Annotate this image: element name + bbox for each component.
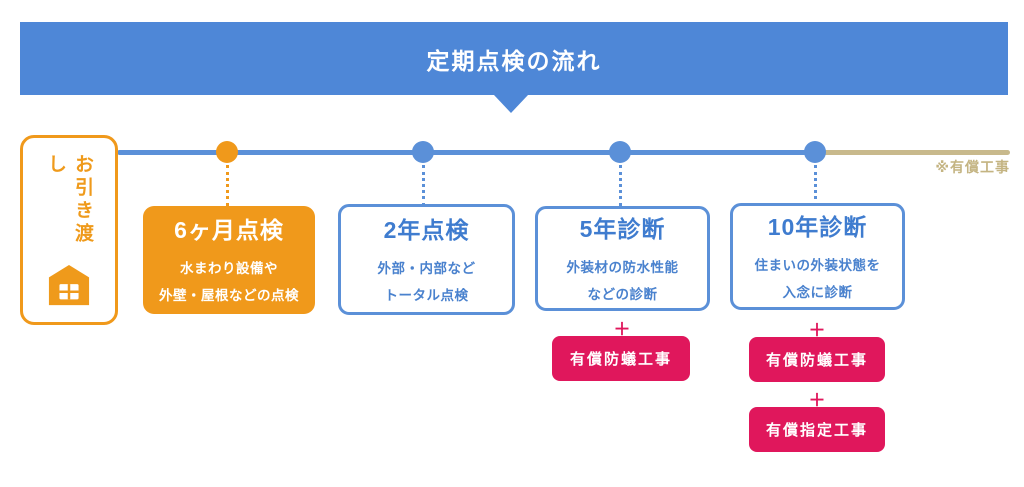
handover-box: お引き渡し: [20, 135, 118, 325]
milestone-description-line: 外部・内部など: [377, 260, 476, 276]
timeline-dot-6month: [216, 141, 238, 163]
plus-sign: ＋: [613, 320, 631, 339]
timeline-dot-10year: [804, 141, 826, 163]
milestone-description-line: 水まわり設備や: [180, 261, 278, 276]
house-icon: [48, 264, 90, 306]
milestone-box-10year: 10年診断 住まいの外装状態を 入念に診断: [730, 203, 905, 310]
milestone-box-6month: 6ヶ月点検 水まわり設備や 外壁・屋根などの点検: [143, 206, 315, 314]
milestone-title: 10年診断: [767, 213, 868, 240]
milestone-description-line: 外壁・屋根などの点検: [159, 288, 299, 303]
milestone-description-line: 住まいの外装状態を: [754, 257, 881, 273]
milestone-description-line: などの診断: [587, 286, 658, 302]
milestone-title: 6ヶ月点検: [174, 217, 284, 243]
milestone-box-2year: 2年点検 外部・内部など トータル点検: [338, 204, 515, 315]
timeline-dot-2year: [412, 141, 434, 163]
paid-work-box-designated-10year: 有償指定工事: [749, 407, 885, 452]
milestone-title: 2年点検: [383, 216, 470, 243]
timeline-dot-5year: [609, 141, 631, 163]
plus-sign: ＋: [808, 321, 826, 340]
plus-sign: ＋: [808, 391, 826, 410]
milestone-description-line: 外装材の防水性能: [566, 259, 679, 275]
timeline-line-blue: [117, 150, 817, 155]
timeline-line-tan-paid: [815, 150, 1010, 155]
milestone-title: 5年診断: [579, 215, 666, 242]
paid-work-box-termite-10year: 有償防蟻工事: [749, 337, 885, 382]
banner-pointer-triangle: [494, 95, 528, 113]
dotted-connector-2year: [422, 165, 425, 206]
handover-label: お引き渡し: [45, 154, 93, 246]
milestone-description-line: トータル点検: [384, 287, 469, 303]
dotted-connector-10year: [814, 165, 817, 206]
title-banner: 定期点検の流れ: [20, 22, 1008, 95]
paid-work-box-termite-5year: 有償防蟻工事: [552, 336, 690, 381]
milestone-description-line: 入念に診断: [782, 284, 853, 300]
milestone-box-5year: 5年診断 外装材の防水性能 などの診断: [535, 206, 710, 311]
dotted-connector-5year: [619, 165, 622, 206]
paid-work-note: ※有償工事: [935, 159, 1010, 175]
page-title: 定期点検の流れ: [426, 47, 602, 74]
dotted-connector-6month: [226, 165, 229, 206]
